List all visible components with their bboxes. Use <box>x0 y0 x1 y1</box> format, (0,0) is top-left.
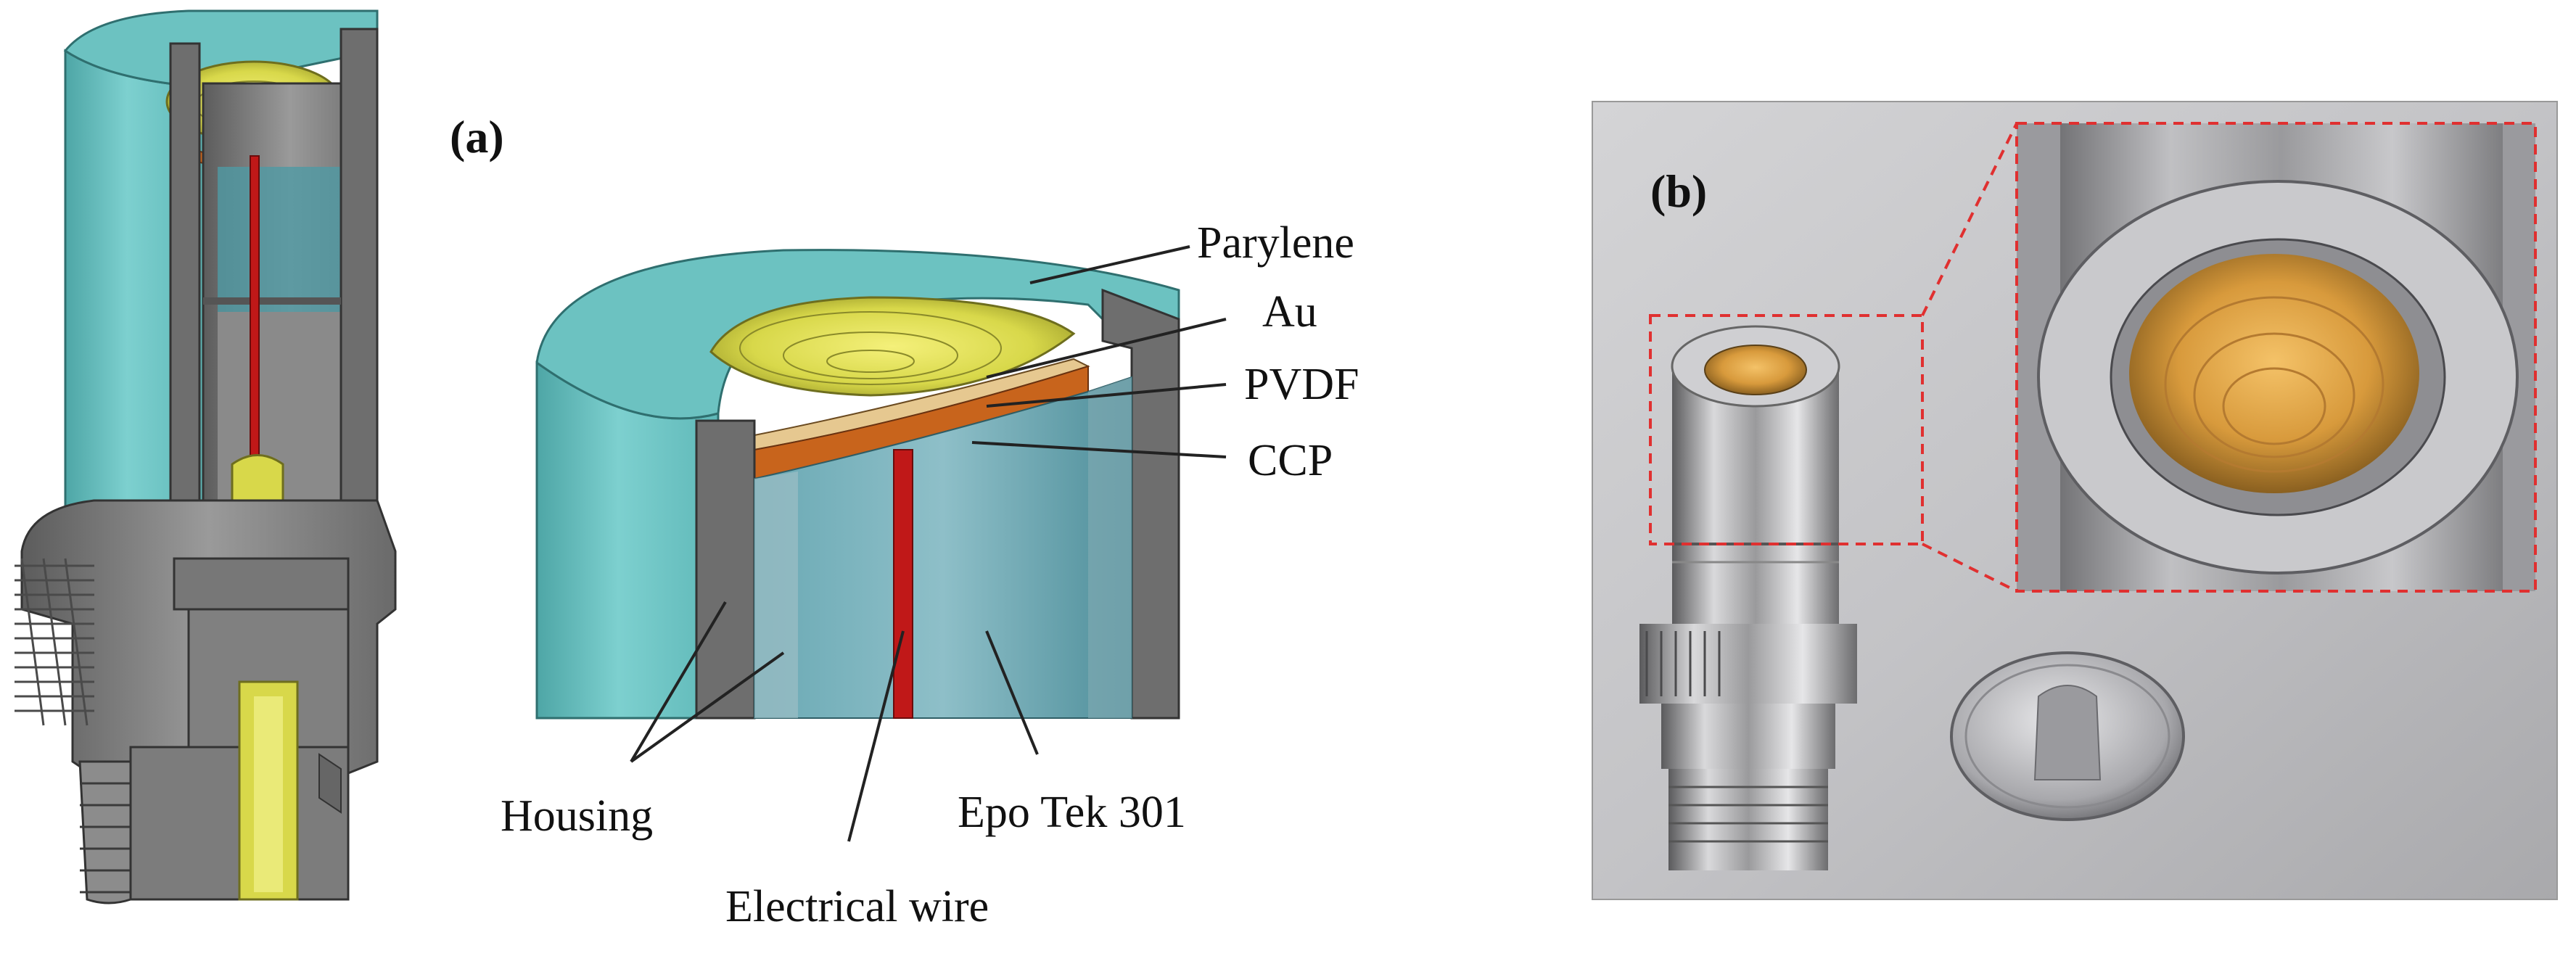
panel-a-label: (a) <box>450 111 504 162</box>
callout-housing: Housing <box>501 791 653 841</box>
zoom-inset <box>2015 122 2537 593</box>
transducer-cutaway-full <box>15 9 397 905</box>
callout-ccp: CCP <box>1248 436 1333 485</box>
transducer-cutaway-detail <box>535 249 1180 720</box>
knurl-pattern <box>15 558 94 726</box>
coin <box>1950 651 2185 821</box>
photo-panel: (b) <box>1592 101 2558 900</box>
callout-wire: Electrical wire <box>725 882 989 931</box>
callout-parylene: Parylene <box>1197 218 1354 268</box>
callout-au: Au <box>1262 287 1317 337</box>
leader-lines <box>630 245 1227 842</box>
leader-housing-2 <box>630 651 785 763</box>
panel-b-label: (b) <box>1650 165 1707 217</box>
leader-au <box>986 318 1227 379</box>
zoom-source-box <box>1649 314 1924 545</box>
photo-transducer <box>1639 325 1857 870</box>
leader-pvdf <box>986 383 1227 408</box>
leader-parylene <box>1029 245 1190 284</box>
leader-epoxy <box>985 630 1039 755</box>
leader-wire <box>847 630 905 842</box>
callout-epoxy: Epo Tek 301 <box>958 788 1186 837</box>
callout-pvdf: PVDF <box>1244 360 1359 409</box>
leader-housing-1 <box>630 601 727 763</box>
leader-ccp <box>971 441 1227 458</box>
